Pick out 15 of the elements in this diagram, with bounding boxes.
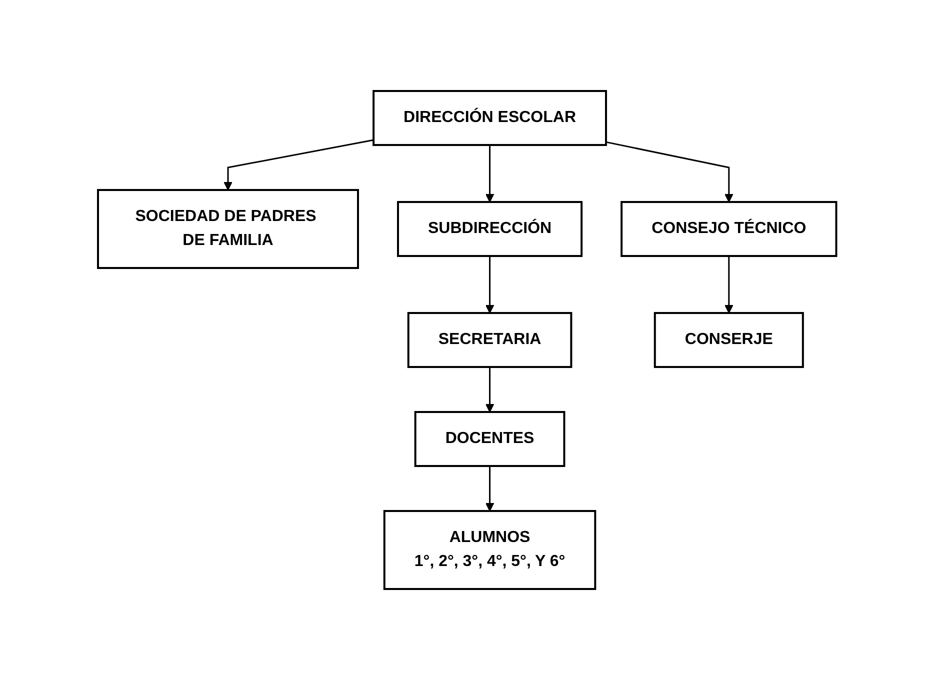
arrow [486,256,495,314]
arrow [486,367,495,412]
arrow [606,141,734,202]
node-box: ALUMNOS 1°, 2°, 3°, 4°, 5°, Y 6° [384,510,597,590]
node-box: SOCIEDAD DE PADRES DE FAMILIA [97,189,360,269]
arrow [486,466,495,512]
node-box: CONSERJE [654,312,804,368]
node-box: CONSEJO TÉCNICO [620,201,838,257]
node-box: DIRECCIÓN ESCOLAR [372,90,608,146]
arrow [486,145,495,202]
arrow [724,256,734,314]
arrow [224,139,374,190]
node-box: SUBDIRECCIÓN [397,201,583,257]
node-box: DOCENTES [414,411,566,467]
node-box: SECRETARIA [408,312,573,368]
